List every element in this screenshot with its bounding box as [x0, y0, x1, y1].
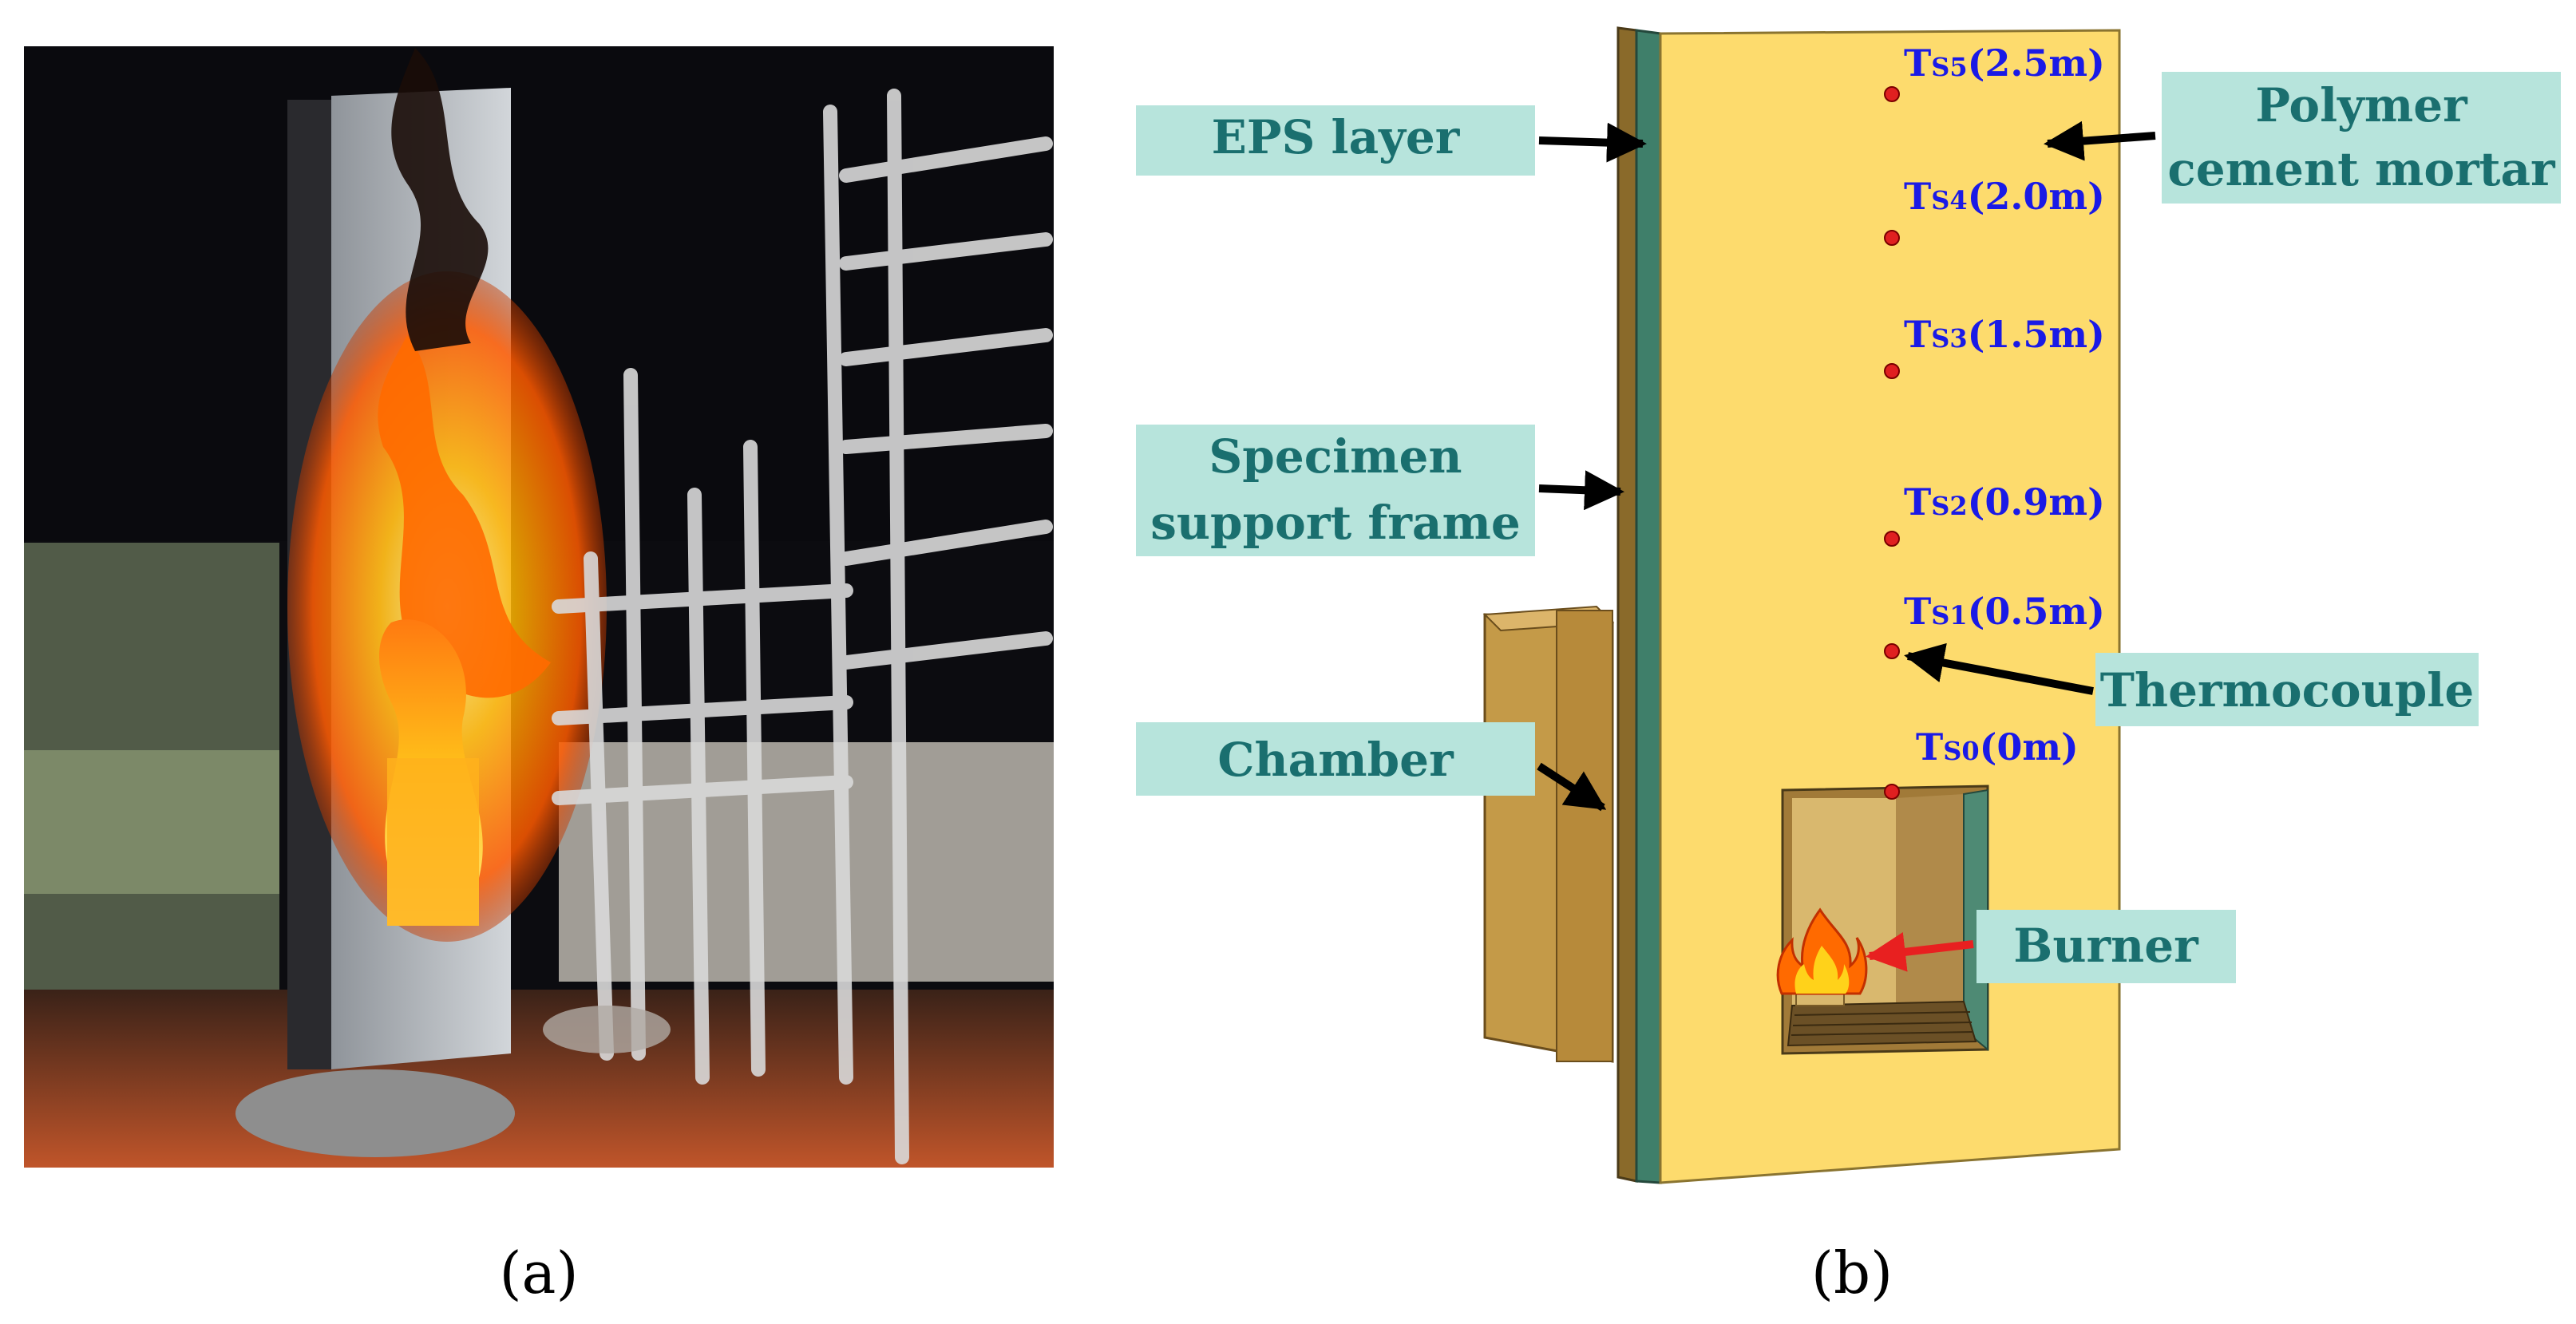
chamber-side-face — [1556, 610, 1613, 1062]
eps-layer-callout-box — [1136, 105, 1535, 176]
ground-floor — [24, 990, 1054, 1168]
eps-layer-callout-label: EPS layer — [1212, 110, 1461, 164]
sheeting-highlight — [24, 750, 279, 894]
support-frame-arrow — [1538, 470, 1624, 511]
eps-layer-strip — [1635, 29, 1662, 1184]
burner-callout-box — [1977, 910, 2236, 983]
thermocouple-dot-s5 — [1884, 86, 1900, 102]
eps-layer-arrow — [1538, 122, 1647, 163]
rolled-insulation — [235, 1069, 515, 1157]
thermocouple-dot-s3 — [1884, 363, 1900, 379]
mortar-callout-line1: Polymer — [2255, 78, 2468, 132]
thermocouple-label-s1: TS1(0.5m) — [1904, 590, 2105, 633]
thermocouple-callout-label: Thermocouple — [2100, 663, 2475, 717]
opening-floor-hatch — [1791, 1011, 1974, 1036]
panel-b-caption: (b) — [1811, 1239, 1893, 1306]
thermocouple-label-s3: TS3(1.5m) — [1904, 313, 2105, 356]
photo-panel — [24, 46, 1054, 1168]
panel-a-caption: (a) — [499, 1239, 578, 1306]
mortar-callout-line2: cement mortar — [2167, 142, 2556, 196]
thermocouple-arrow — [1904, 642, 2094, 695]
combustion-opening — [387, 758, 479, 926]
support-frame-callout-box — [1136, 425, 1535, 556]
mortar-wall-face — [1659, 29, 2121, 1184]
support-frame-callout-line1: Specimen — [1209, 429, 1462, 484]
support-frame-edge — [1616, 26, 1638, 1183]
chamber-callout-box — [1136, 722, 1535, 796]
thermocouple-label-s4: TS4(2.0m) — [1904, 175, 2105, 218]
burner-arrow — [1866, 932, 1974, 972]
thermocouple-dot-s0 — [1884, 784, 1900, 800]
chamber-arrow — [1537, 762, 1607, 812]
support-frame-callout-line2: support frame — [1150, 496, 1521, 550]
flame-upper — [378, 335, 551, 698]
thermocouple-dot-s1 — [1884, 643, 1900, 659]
smoke-plume — [391, 48, 489, 351]
burner-callout-label: Burner — [2013, 919, 2199, 973]
thermocouple-callout-box — [2095, 653, 2479, 726]
opening-right-wall — [1896, 794, 1964, 1022]
burner-flame-icon — [1776, 907, 1868, 1006]
mortar-arrow — [2044, 121, 2156, 161]
mortar-callout-box — [2162, 72, 2561, 204]
thermocouple-label-s5: TS5(2.5m) — [1904, 41, 2105, 85]
thermocouple-label-s2: TS2(0.9m) — [1904, 480, 2105, 524]
thermocouple-dot-s2 — [1884, 531, 1900, 547]
opening-right-lining — [1963, 788, 1988, 1052]
floor-debris — [543, 1006, 671, 1053]
scaffold-structure — [552, 89, 1053, 1164]
chamber-callout-label: Chamber — [1217, 733, 1454, 787]
thermocouple-label-s0: TS0(0m) — [1916, 725, 2079, 769]
thermocouple-dot-s4 — [1884, 230, 1900, 246]
schematic-panel: TS5(2.5m) TS4(2.0m) TS3(1.5m) TS2(0.9m) … — [1136, 26, 2561, 1184]
